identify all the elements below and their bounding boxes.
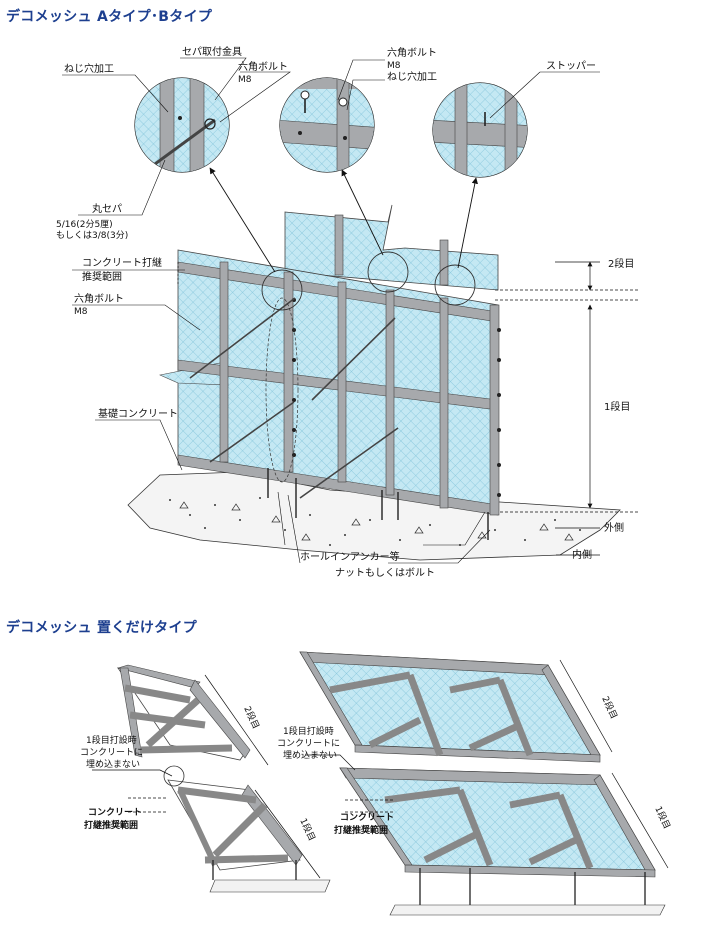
label-stage-2-left: 2段目 [241,704,262,731]
label-stage-2-right: 2段目 [599,694,620,721]
label-joint-right-1: コンクリート [340,812,394,823]
label-hex-bolt-top: 六角ボルト [238,61,288,73]
label-inside: 内側 [572,548,592,561]
label-joint-left-2: 打継推奨範囲 [84,819,138,831]
left-unit [92,664,331,893]
label-concrete-joint-1: コンクリート打継 [82,256,162,269]
label-stopper: ストッパー [546,60,596,72]
label-round-seba-spec1: 5/16(2分5厘) [56,219,113,230]
stage-2-panel [284,204,499,291]
right-unit [299,651,669,916]
label-hex-bolt-mid-size: M8 [74,307,88,317]
section-a-drawing: ねじ穴加工 セパ取付金具 六角ボルト M8 六角ボルト M8 ねじ穴加工 ストッ… [56,45,640,579]
detail-ellipses [265,297,299,483]
label-stage1-note-right-3: 埋め込まない [283,750,337,761]
label-screw-hole-left: ねじ穴加工 [64,62,114,75]
detail-circles [261,251,476,311]
label-stage-2: 2段目 [608,257,634,270]
label-hex-bolt-center: 六角ボルト [387,47,437,59]
label-screw-hole-center: ねじ穴加工 [387,70,437,83]
label-hex-bolt-mid: 六角ボルト [74,293,124,305]
label-hole-anchor: ホールインアンカー等 [300,550,400,563]
label-seba-bracket: セパ取付金具 [182,45,242,58]
label-joint-left-1: コンクリート [88,807,142,818]
leader-arrows [209,167,478,273]
label-nut-bolt: ナットもしくはボルト [335,567,435,579]
label-stage1-note-right-1: 1段目打設時 [283,725,334,737]
label-stage1-note-left-2: コンクリートに [80,747,143,758]
label-stage-1-right: 1段目 [652,804,673,831]
section-a-title: デコメッシュ Aタイプ･Bタイプ [6,9,213,25]
label-stage1-note-left-3: 埋め込まない [86,759,140,770]
label-stage-1-left: 1段目 [297,816,318,843]
section-b-title: デコメッシュ 置くだけタイプ [6,620,198,636]
label-stage-1: 1段目 [604,400,630,413]
detail-circle-stopper [432,82,528,178]
label-stage1-note-right-2: コンクリートに [277,738,340,749]
detail-circle-seba [134,77,230,173]
label-joint-right-2: 打継推奨範囲 [334,824,388,836]
label-round-seba-spec2: もしくは3/8(3分) [56,230,128,241]
label-foundation: 基礎コンクリート [98,407,178,420]
section-b-drawing: 1段目打設時 コンクリートに 埋め込まない コンクリート 打継推奨範囲 1段目打… [80,651,673,916]
detail-circle-bolt [279,77,375,173]
label-hex-bolt-center-size: M8 [387,61,401,71]
label-concrete-joint-2: 推奨範囲 [82,270,122,283]
dimension-lines [177,261,640,556]
round-seba-rods [189,297,399,499]
label-stage1-note-left-1: 1段目打設時 [86,734,137,746]
section-a-labels: ねじ穴加工 セパ取付金具 六角ボルト M8 六角ボルト M8 ねじ穴加工 ストッ… [56,45,634,579]
stage-1-panel [159,249,501,540]
foundation-concrete [127,471,621,561]
label-round-seba: 丸セパ [92,202,122,215]
label-leaders [62,57,600,564]
label-hex-bolt-top-size: M8 [238,75,252,85]
label-outside: 外側 [604,521,624,534]
